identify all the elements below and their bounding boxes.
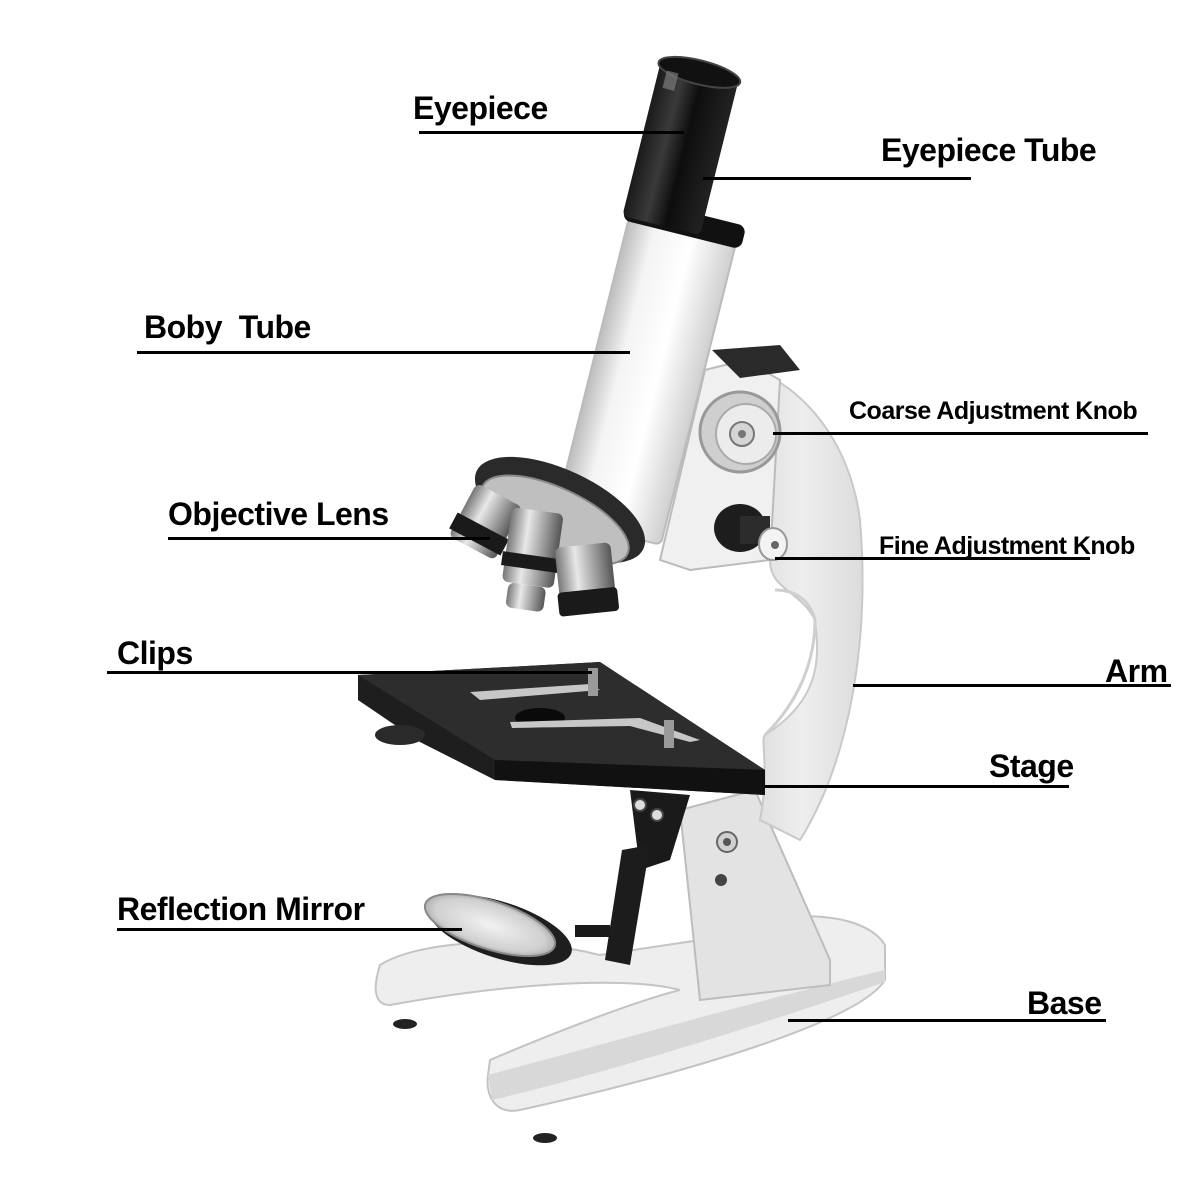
label-reflection-mirror: Reflection Mirror — [117, 891, 365, 927]
coarse-knob-part — [698, 390, 782, 474]
base-leader-line — [788, 1019, 1106, 1022]
label-eyepiece: Eyepiece — [413, 90, 548, 126]
stage-part — [358, 662, 765, 795]
mirror-part — [423, 892, 610, 966]
label-coarse-adjustment-knob: Coarse Adjustment Knob — [849, 397, 1138, 425]
eyepiece-part — [623, 55, 742, 235]
fine-knob-leader-line — [775, 557, 1090, 560]
label-base: Base — [1027, 985, 1102, 1021]
body-tube-leader-line — [137, 351, 630, 354]
label-stage: Stage — [989, 748, 1074, 784]
label-body-tube: Boby Tube — [144, 309, 311, 345]
eyepiece-leader-line — [419, 131, 684, 134]
clips-leader-line — [107, 671, 592, 674]
mirror-leader-line — [117, 928, 462, 931]
eyepiece-tube-leader-line — [703, 177, 971, 180]
objective-lenses-part — [449, 485, 619, 617]
label-objective-lens: Objective Lens — [168, 496, 389, 532]
label-arm: Arm — [1105, 653, 1168, 689]
fine-knob-part — [714, 504, 788, 561]
coarse-knob-leader-line — [773, 432, 1148, 435]
objective-lens-leader-line — [168, 537, 490, 540]
label-fine-adjustment-knob: Fine Adjustment Knob — [879, 532, 1135, 560]
label-clips: Clips — [117, 635, 193, 671]
stage-leader-line — [764, 785, 1069, 788]
label-eyepiece-tube: Eyepiece Tube — [881, 132, 1097, 168]
arm-leader-line — [853, 684, 1171, 687]
